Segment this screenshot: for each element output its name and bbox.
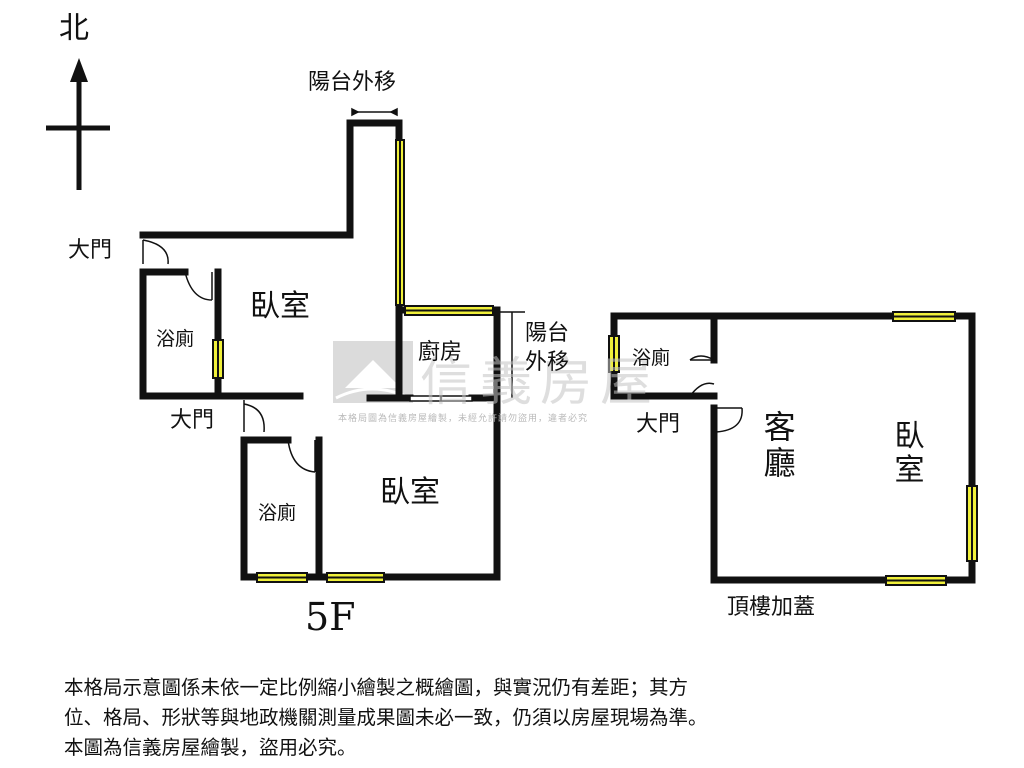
watermark-notice: 本格局圖為信義房屋繪製，未經允許請勿盜用，違者必究 (338, 414, 589, 424)
bedroom-south-label: 臥室 (380, 475, 440, 510)
bedroom-north-label: 臥室 (250, 289, 310, 324)
disclaimer-line: 本格局示意圖係未依一定比例縮小繪製之概繪圖，與實況仍有差距；其方 (64, 676, 689, 699)
disclaimer-line: 本圖為信義房屋繪製，盜用必究。 (64, 736, 357, 759)
balcony-shift-top-label: 陽台外移 (308, 70, 397, 95)
unit-5f-windows (212, 139, 494, 583)
floor-5f-label: 5F (305, 595, 356, 639)
north-label: 北 (59, 11, 89, 46)
kitchen-label: 廚房 (418, 340, 463, 365)
unit-rooftop-doors (689, 355, 743, 433)
door-south-label: 大門 (170, 408, 215, 433)
north-arrow-icon (46, 58, 110, 190)
disclaimer: 本格局示意圖係未依一定比例縮小繪製之概繪圖，與實況仍有差距；其方 位、格局、形狀… (64, 673, 1004, 763)
rooftop-addition-label: 頂樓加蓋 (727, 595, 816, 620)
unit-5f-doors (142, 107, 525, 473)
bathroom-north-label: 浴廁 (156, 328, 195, 350)
disclaimer-line: 位、格局、形狀等與地政機關測量成果圖未必一致，仍須以房屋現場為準。 (64, 706, 708, 729)
watermark-brand: 信義房屋 (420, 353, 661, 413)
door-north-label: 大門 (68, 238, 113, 263)
living-room-label: 客廳 (763, 408, 796, 482)
rooftop-bedroom-label: 臥室 (894, 419, 925, 488)
bathroom-south-label: 浴廁 (258, 502, 297, 524)
unit-rooftop-windows (608, 311, 978, 586)
rooftop-door-label: 大門 (636, 412, 681, 437)
rooftop-bathroom-label: 浴廁 (632, 347, 671, 369)
balcony-shift-side-label: 陽台外移 (525, 321, 570, 375)
